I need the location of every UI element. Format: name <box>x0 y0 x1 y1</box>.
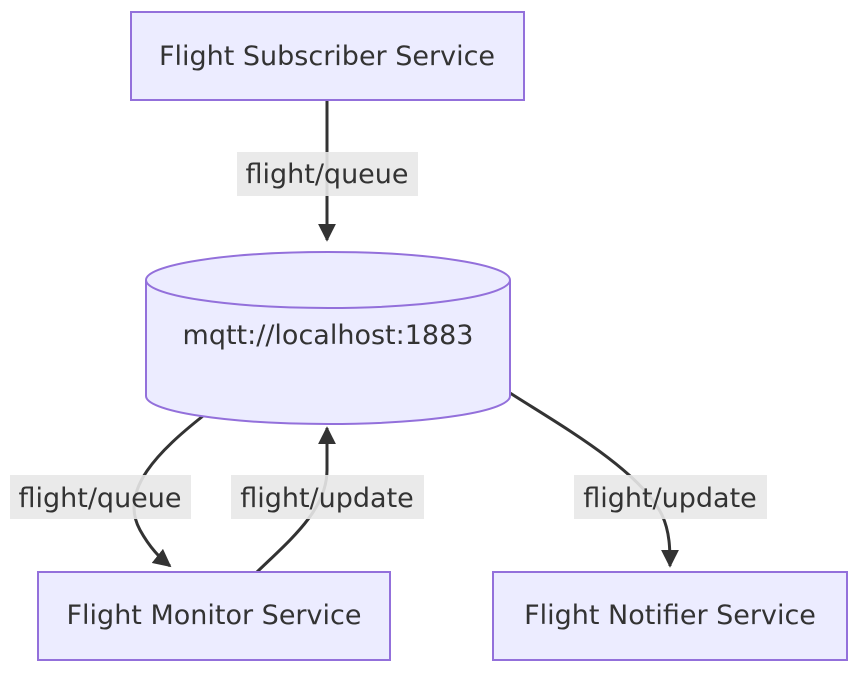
edge-label-subscriber-to-broker: flight/queue <box>237 152 418 196</box>
node-mqtt-broker-database: mqtt://localhost:1883 <box>145 251 511 425</box>
edge-label-text: flight/update <box>583 483 757 514</box>
node-label: Flight Subscriber Service <box>159 41 495 72</box>
database-cylinder-top <box>145 279 511 309</box>
node-flight-notifier-service: Flight Notifier Service <box>492 571 848 661</box>
node-label: mqtt://localhost:1883 <box>183 320 474 351</box>
edge-label-text: flight/update <box>240 483 414 514</box>
node-label: Flight Notifier Service <box>524 600 816 631</box>
edge-line <box>255 426 336 574</box>
node-label: Flight Monitor Service <box>67 600 362 631</box>
edge-label-monitor-to-broker: flight/update <box>231 475 424 519</box>
edge-monitor-to-broker <box>255 426 336 574</box>
edge-label-text: flight/queue <box>245 159 408 190</box>
edge-label-broker-to-monitor: flight/queue <box>10 475 191 519</box>
edge-label-broker-to-notifier: flight/update <box>574 475 767 519</box>
node-flight-subscriber-service: Flight Subscriber Service <box>130 11 525 101</box>
node-flight-monitor-service: Flight Monitor Service <box>37 571 391 661</box>
edge-label-text: flight/queue <box>18 483 181 514</box>
